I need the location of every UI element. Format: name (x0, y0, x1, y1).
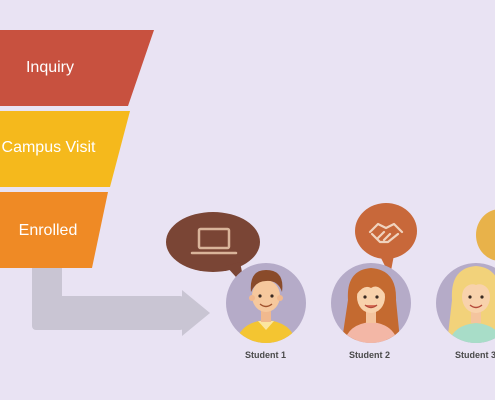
funnel-stage-enrolled (0, 192, 108, 268)
student-2-avatar (331, 263, 411, 343)
speech-bubble-student-2 (355, 203, 417, 276)
funnel-label-inquiry: Inquiry (25, 59, 75, 76)
flow-arrow (32, 268, 210, 336)
handshake-icon (368, 222, 404, 244)
student-2-label: Student 2 (349, 350, 391, 360)
student-1-avatar (226, 263, 306, 343)
speech-bubble-student-3 (476, 209, 495, 261)
student-1-label: Student 1 (245, 350, 287, 360)
funnel-stage-campus-visit (0, 111, 130, 187)
funnel-stage-inquiry (0, 30, 154, 106)
laptop-icon (190, 227, 238, 255)
funnel-label-enrolled: Enrolled (18, 222, 78, 239)
student-3-avatar (436, 263, 495, 343)
student-3-label: Student 3 (455, 350, 495, 360)
funnel-label-campus-visit: Campus Visit (1, 139, 96, 156)
